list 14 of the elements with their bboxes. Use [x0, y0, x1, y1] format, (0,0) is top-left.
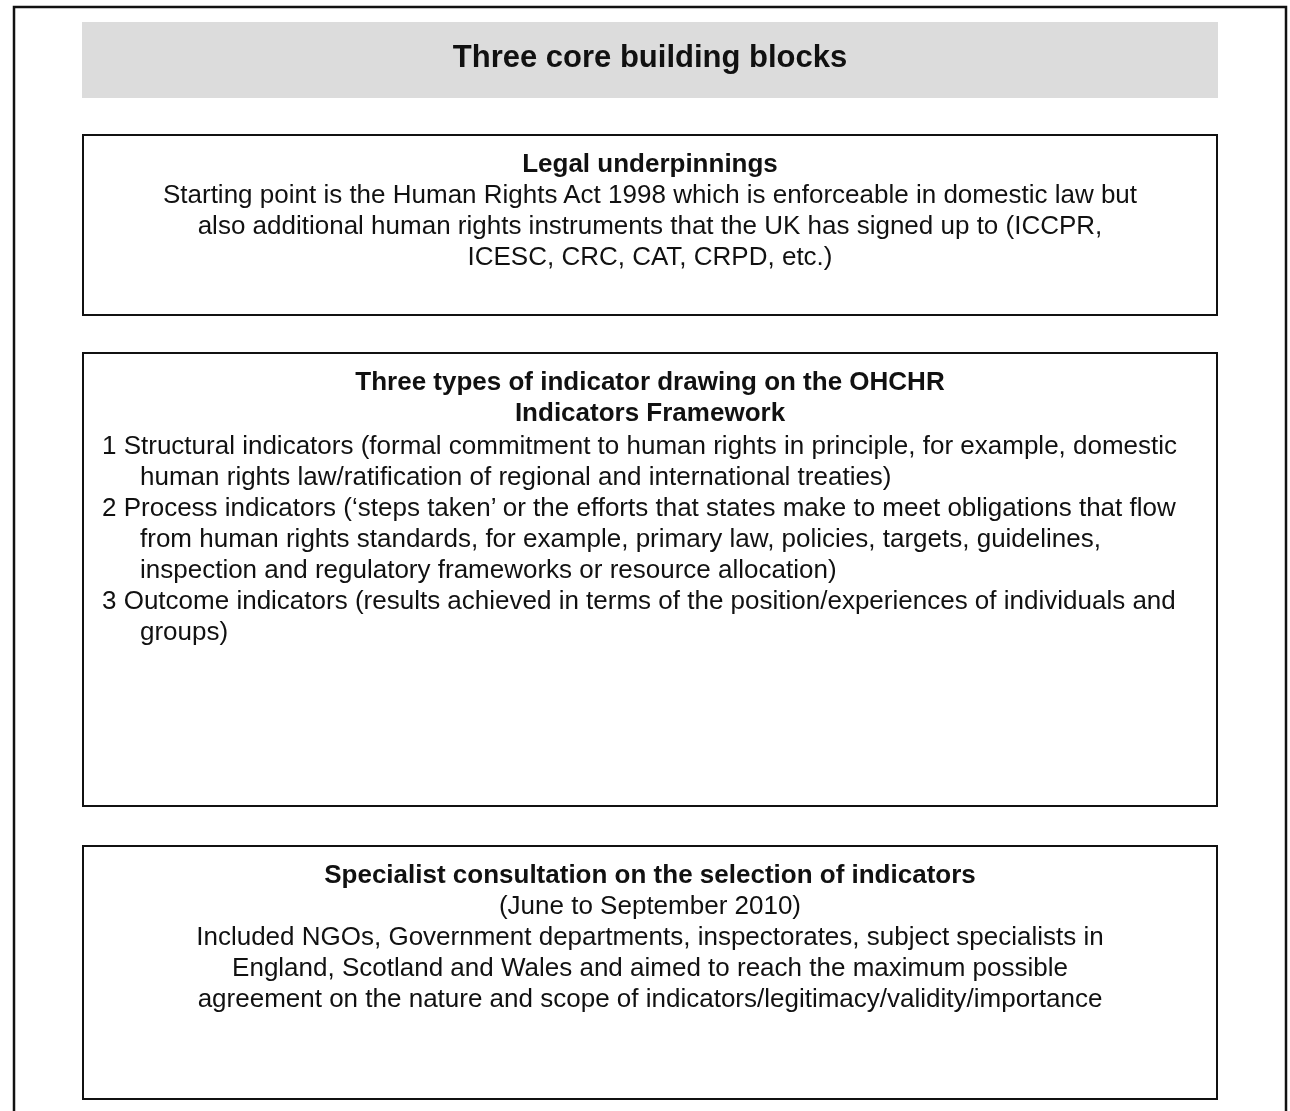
- heading: Legal underpinnings: [521, 148, 779, 179]
- list-item: 1 Structural indicators (formal commitment to human rights in principle, for example, domestic human rights law/ratification of regional and international treaties): [101, 430, 1179, 492]
- text-box: [82, 134, 1218, 316]
- title-band: [82, 22, 1218, 98]
- text-box: [82, 845, 1218, 1100]
- heading: Three types of indicator drawing on the OHCHR Indicators Framework: [354, 366, 946, 428]
- text-box: [82, 352, 1218, 807]
- body-text: Starting point is the Human Rights Act 1998 which is enforceable in domestic law but also additional human rights instruments that the UK has signed up to (ICCPR, ICESC, CRC, CAT, CRPD, etc.): [161, 179, 1139, 272]
- heading: Three core building blocks: [451, 41, 849, 72]
- body-text: (June to September 2010): [497, 890, 803, 921]
- heading: Specialist consultation on the selection of indicators: [323, 859, 977, 890]
- body-text: Included NGOs, Government departments, inspectorates, subject specialists in England, Scotland and Wales and aimed to reach the maximum possible agreement on the nature and scope of indicators/legitimacy/validity/importance: [195, 921, 1105, 1014]
- list-item: 2 Process indicators (‘steps taken’ or the efforts that states make to meet obligations that flow from human rights standards, for example, primary law, policies, targets, guidelines, inspection and regulatory frameworks or resource allocation): [101, 492, 1177, 585]
- list-item: 3 Outcome indicators (results achieved in terms of the position/experiences of individuals and groups): [101, 585, 1177, 647]
